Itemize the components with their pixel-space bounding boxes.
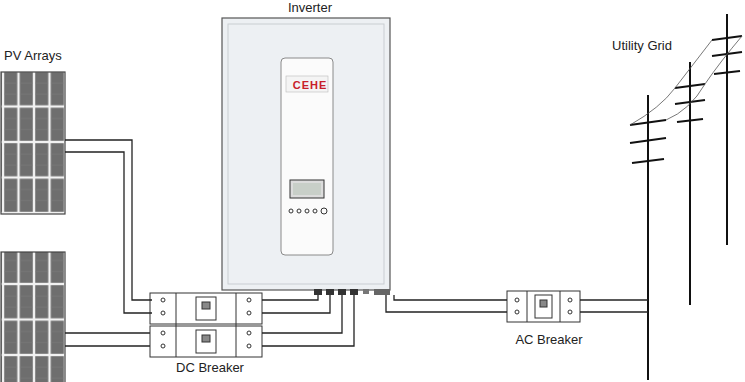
pv-panel (1, 252, 65, 382)
utility-pole (630, 14, 742, 380)
wire-connector (580, 300, 648, 312)
wire (65, 140, 152, 300)
heading-label: PV Arrays (4, 48, 74, 63)
heading-label: Utility Grid (612, 38, 745, 53)
wire-connector (65, 140, 152, 313)
heading-label: Inverter (222, 0, 398, 15)
wire (262, 295, 318, 300)
wire (262, 295, 330, 313)
wire (394, 295, 507, 300)
wire (580, 299, 648, 300)
heading-label: AC Breaker (495, 332, 603, 347)
ac-breaker-symbol (507, 291, 580, 322)
heading-label: DC Breaker (140, 360, 280, 375)
wire (386, 295, 507, 312)
wire-connector (262, 295, 354, 346)
pv-array: PV Arrays (0, 48, 74, 216)
dc-breaker: DC Breaker (140, 290, 280, 380)
dc-wire (65, 333, 152, 346)
inverter-box: InverterCEHE (222, 0, 398, 292)
pv-panel (1, 72, 65, 214)
dc-breaker-symbol (150, 293, 262, 357)
wire (580, 311, 648, 312)
utility-grid: Utility Grid (608, 36, 745, 382)
wire (262, 295, 354, 346)
brand-logo: CEHE (222, 78, 398, 93)
ac-breaker: AC Breaker (495, 288, 603, 348)
wire-connector (386, 295, 507, 312)
wire (65, 152, 152, 313)
wire (262, 295, 342, 333)
inverter-body (222, 18, 390, 295)
